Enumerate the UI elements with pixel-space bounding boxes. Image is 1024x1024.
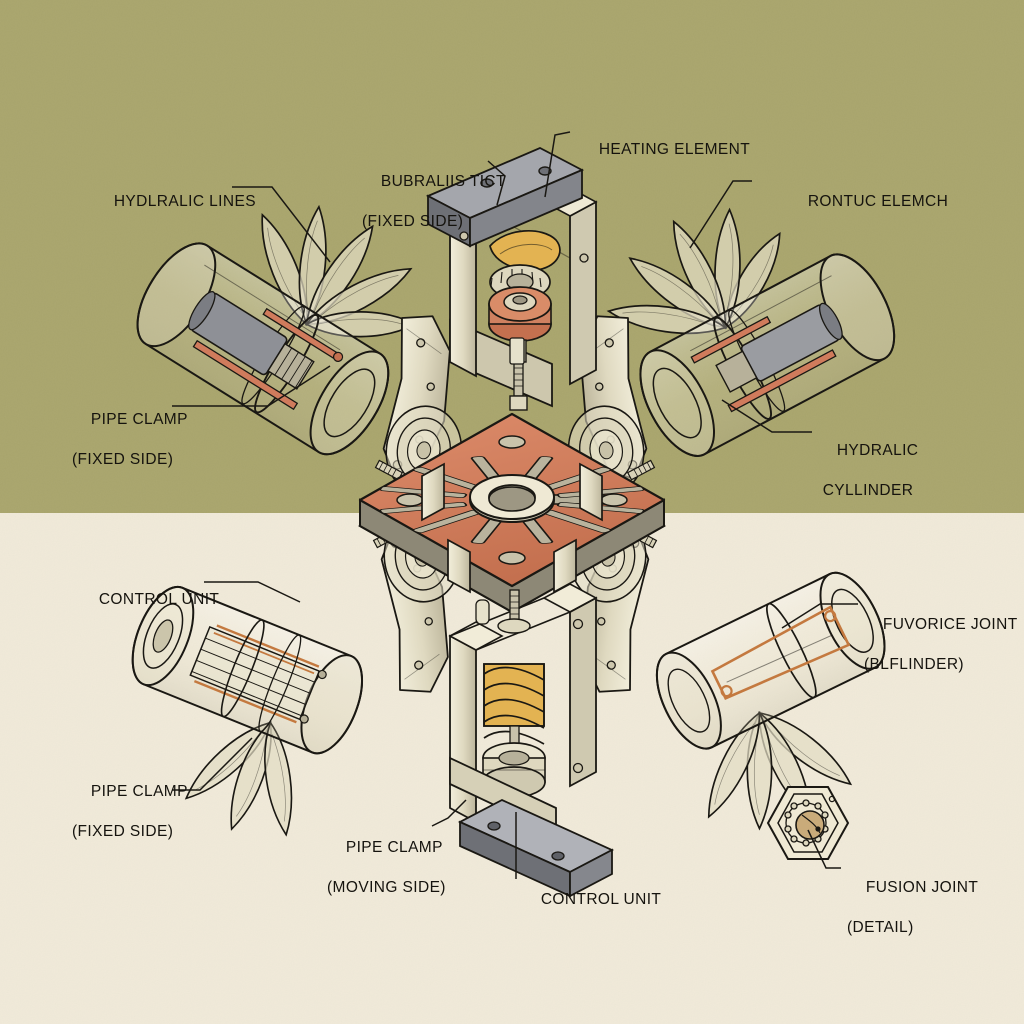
plate-center-boss — [469, 474, 555, 523]
label-subtext: (FIXED SIDE) — [362, 213, 464, 231]
label-pipe-clamp-moving: PIPE CLAMP (MOVING SIDE) — [327, 818, 446, 939]
label-subtext: (BLFLINDER) — [864, 656, 964, 674]
press-brass-spring — [483, 663, 545, 745]
label-pipe-clamp-fixed-lower: PIPE CLAMP (FIXED SIDE) — [72, 762, 188, 883]
leader-hydralic-lines — [232, 186, 331, 263]
label-text: FUVORICE JOINT — [882, 616, 1018, 634]
press-brass-cam — [489, 229, 561, 272]
label-heating-element: HEATING ELEMENT — [580, 120, 750, 180]
label-text: PIPE CLAMP — [90, 411, 188, 429]
label-rontuc-elemch: RONTUC ELEMCH — [789, 172, 948, 232]
leader-heating-element — [544, 131, 571, 198]
label-hydralic-lines: HYDLRALIC LINES — [95, 172, 256, 232]
component-upper-right-cylinder — [606, 208, 896, 457]
label-subtext: CYLLINDER — [818, 482, 914, 500]
component-upper-left-cylinder — [136, 204, 418, 456]
label-subtext: (FIXED SIDE) — [72, 451, 174, 469]
component-center-plate — [357, 412, 667, 614]
component-lower-right-cylinder — [655, 571, 886, 830]
label-text: HYDRALIC — [836, 442, 919, 460]
leader-rontuc-elemch — [689, 180, 752, 249]
label-text: PIPE CLAMP — [90, 783, 188, 801]
leader-pipe-clamp-fixed-up — [172, 365, 331, 407]
label-subtext: (FIXED SIDE) — [72, 823, 174, 841]
label-fusion-joint-detail: FUSION JOINT (DETAIL) — [847, 858, 978, 979]
label-text: HYDLRALIC LINES — [113, 193, 256, 211]
label-text: CONTROL UNIT — [98, 591, 220, 609]
component-fusion-joint-detail — [766, 786, 850, 860]
label-text: PIPE CLAMP — [345, 839, 443, 857]
label-fusion-joint-cylinder: FUVORICE JOINT (BLFLINDER) — [864, 595, 1018, 716]
leader-bubralis-tict — [487, 160, 506, 206]
leader-control-unit-left — [204, 581, 301, 603]
label-leader-lines — [172, 131, 858, 879]
label-control-unit-left: CONTROL UNIT — [80, 570, 219, 630]
plate-bolt-holes — [396, 435, 628, 565]
label-bubralis-tict: BUBRALIIS TICT (FIXED SIDE) — [362, 152, 506, 273]
label-subtext: (DETAIL) — [847, 919, 914, 937]
label-text: CONTROL UNIT — [540, 891, 662, 909]
label-hydralic-cyllinder: HYDRALIC CYLLINDER — [818, 421, 918, 542]
leader-fusion-joint-detail — [807, 829, 841, 869]
label-text: HEATING ELEMENT — [598, 141, 751, 159]
label-pipe-clamp-fixed-upper: PIPE CLAMP (FIXED SIDE) — [72, 390, 188, 511]
component-lower-press-frame — [448, 583, 615, 898]
press-upper-shaft — [475, 589, 531, 634]
component-upper-press-frame — [425, 147, 598, 411]
press-steel-base — [457, 798, 615, 898]
label-text: FUSION JOINT — [865, 879, 979, 897]
leader-pipe-clamp-fixed-low — [172, 737, 253, 791]
label-text: RONTUC ELEMCH — [807, 193, 949, 211]
press-steel-bar — [425, 147, 585, 248]
component-lower-left-cylinder — [131, 585, 364, 838]
press-terracotta-disc — [488, 286, 552, 342]
leader-fusion-joint-cyl — [781, 603, 858, 629]
leader-pipe-clamp-moving — [431, 799, 467, 827]
label-text: BUBRALIIS TICT — [380, 173, 506, 191]
label-control-unit-bottom: CONTROL UNIT — [522, 870, 661, 930]
label-subtext: (MOVING SIDE) — [327, 879, 446, 897]
leader-hydralic-cyllinder — [721, 399, 812, 433]
